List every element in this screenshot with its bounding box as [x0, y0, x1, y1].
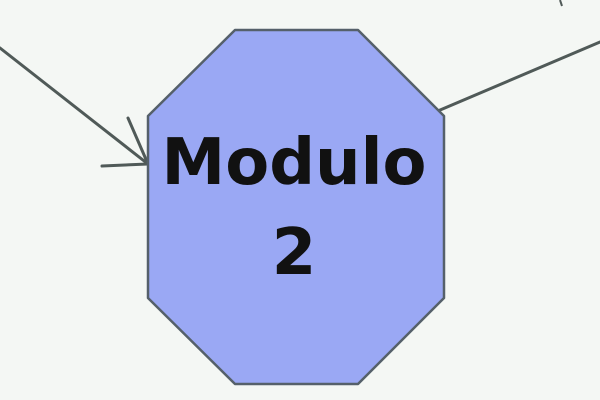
module-node-octagon[interactable] [146, 28, 446, 386]
edge-left[interactable] [0, 46, 150, 166]
edge-top-right-fragment [559, 0, 563, 7]
edge-right[interactable] [424, 40, 600, 118]
